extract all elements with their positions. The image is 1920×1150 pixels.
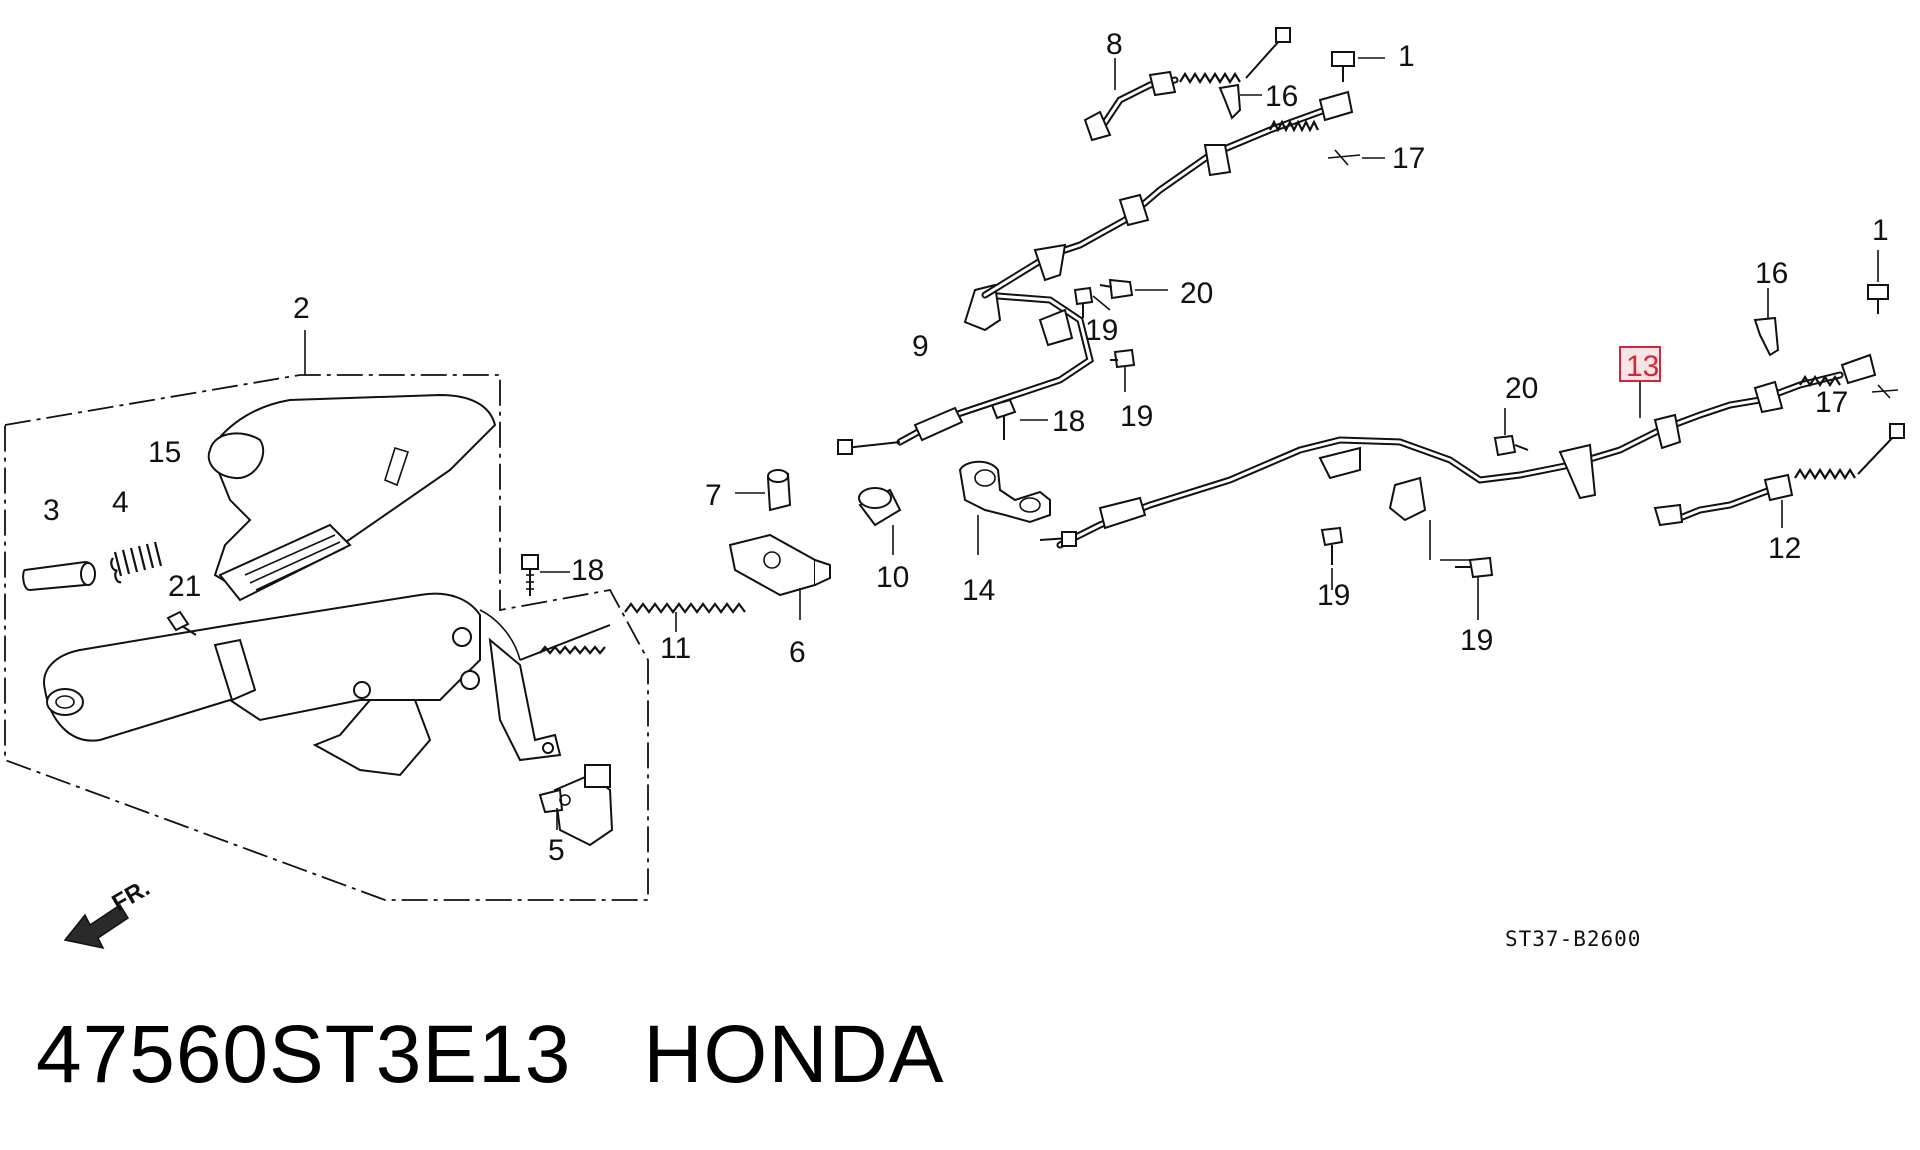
part-13-cable [1039,353,1877,561]
callout-21: 21 [168,570,201,603]
callout-4: 4 [112,486,129,519]
callout-11: 11 [660,632,691,665]
part-17-pin-top [1327,149,1385,166]
part-5-switch [538,764,614,847]
part-19-bolt-b [1110,348,1136,392]
callout-2: 2 [293,292,310,325]
callout-7: 7 [705,479,722,512]
callout-18-upper: 18 [1052,405,1085,438]
upper-cable-assembly [981,90,1354,299]
callout-18-lower: 18 [571,554,604,587]
part-19-bolt-d [1455,556,1494,620]
part-11-spring [624,602,746,614]
callout-19-c: 19 [1317,579,1350,612]
callout-14: 14 [962,574,995,607]
callout-13: 13 [1626,350,1659,383]
front-direction-arrow: FR. [63,874,154,950]
part-number: 47560ST3E13 [36,1009,572,1100]
callout-17-right: 17 [1815,386,1848,419]
part-7-bushing [735,469,792,512]
callout-1-right: 1 [1872,214,1889,247]
callout-10: 10 [876,561,909,594]
part-16-clip-top [1218,83,1262,120]
callout-6: 6 [789,636,806,669]
diagram-reference-code: ST37-B2600 [1505,927,1641,951]
part-title-bar: 47560ST3E13 HONDA [36,1005,944,1105]
part-1-bolt-right [1867,250,1889,314]
callout-20-top: 20 [1180,277,1213,310]
callout-20-mid: 20 [1505,372,1538,405]
part-14-clamp [958,460,1051,555]
part-12-cable [1653,423,1905,528]
callout-3: 3 [43,494,60,527]
callout-8: 8 [1106,28,1123,61]
part-18-bolt-lower [521,554,570,596]
part-1-bolt-top [1331,51,1385,82]
callout-5: 5 [548,834,565,867]
part-16-clip-right [1753,288,1780,357]
callout-19-d: 19 [1460,624,1493,657]
highlight-box-13 [1619,346,1661,382]
callout-1-top: 1 [1398,40,1415,73]
callout-12: 12 [1768,532,1801,565]
part-20-bolt-top [1099,278,1168,300]
brand-name: HONDA [643,1009,945,1100]
callout-9: 9 [912,330,929,363]
callout-19-b: 19 [1120,400,1153,433]
callout-17-top: 17 [1392,142,1425,175]
callout-15: 15 [148,436,181,469]
part-21-bolt [166,610,197,636]
callout-19-a: 19 [1085,314,1118,347]
part-3-pin [22,560,96,592]
part-20-bolt-mid [1493,408,1529,457]
part-8-cable [1083,27,1291,142]
callout-16-right: 16 [1755,257,1788,290]
callout-16-top: 16 [1265,80,1298,113]
part-9-cable [837,283,1094,455]
lever-assembly-boundary [4,374,649,901]
part-4-spring [110,541,163,584]
lever-cover [207,393,497,602]
part-17-pin-right [1871,384,1899,399]
part-18-bolt-upper [990,398,1048,440]
part-19-bolt-a [1073,286,1111,318]
part-6-equalizer [728,533,831,620]
lever-body [43,592,611,777]
part-10-guide [858,487,902,555]
part-19-bolt-c [1320,526,1344,590]
